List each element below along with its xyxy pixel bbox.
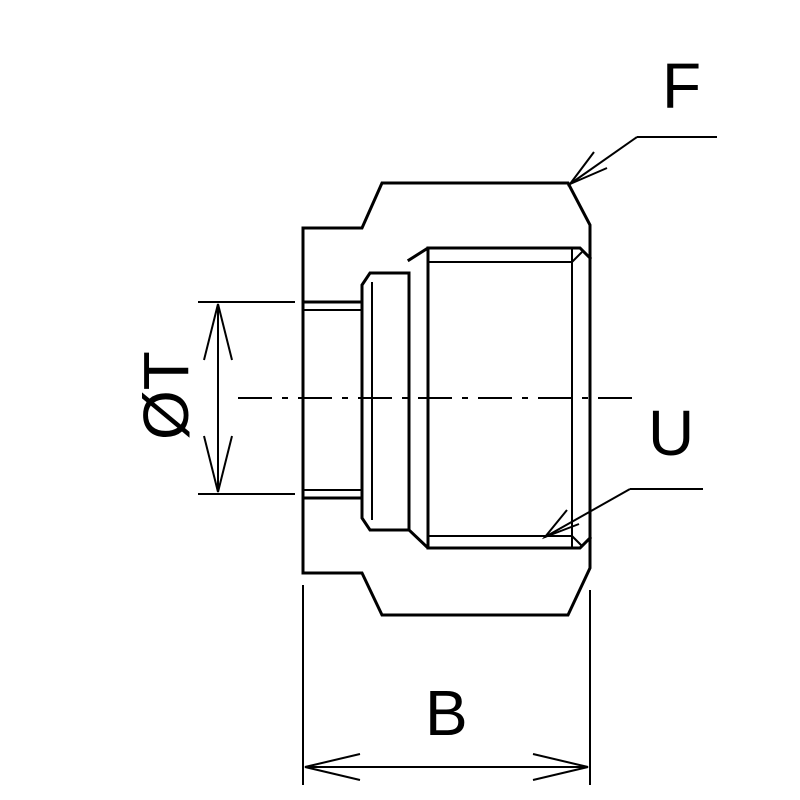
length-arrow-left-icon [304,753,361,781]
face-callout-label: F [662,50,701,122]
thread-callout-label: U [648,397,694,469]
face-leader-arrow-icon [566,151,608,187]
thread-chamfer-bottom [571,535,583,547]
bore-step-outline [301,300,364,500]
thread-leader-line [544,488,631,538]
thread-leader-arrow-icon [541,509,580,540]
hex-body-outline [301,181,592,617]
length-dimension-label: B [425,677,468,749]
diameter-dimension-label: ØT [130,351,202,440]
diameter-arrow-bottom-icon [203,435,233,493]
thread-chamfer-top [571,251,583,263]
recess-outline [360,271,411,532]
length-arrow-right-icon [532,753,589,781]
face-leader-line [569,136,638,185]
diameter-arrow-top-icon [203,303,233,361]
thread-outline [406,246,593,550]
